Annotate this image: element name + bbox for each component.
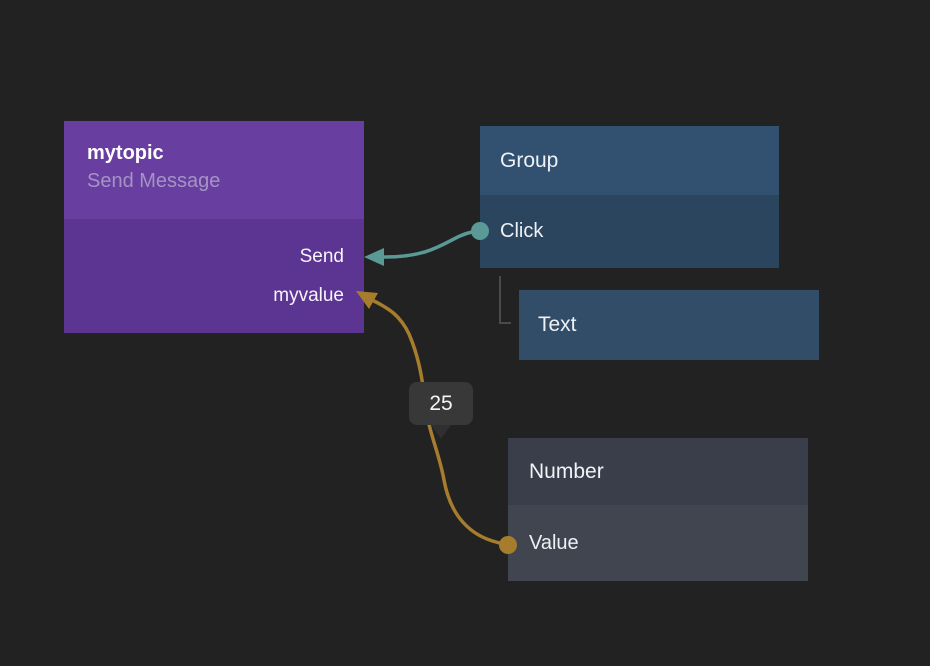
wire-value-badge: 25: [409, 382, 473, 439]
node-text[interactable]: Text: [519, 290, 819, 360]
node-mytopic-header: mytopic Send Message: [64, 121, 364, 219]
node-group-body: Click: [480, 195, 779, 268]
port-value[interactable]: Value: [529, 531, 579, 554]
wire-value-badge-text: 25: [429, 391, 453, 415]
port-myvalue[interactable]: myvalue: [273, 285, 344, 306]
node-group-header: Group: [480, 126, 779, 195]
port-click[interactable]: Click: [500, 220, 544, 242]
node-number-header: Number: [508, 438, 808, 505]
wire-click-to-send[interactable]: [383, 230, 474, 259]
node-group-title: Group: [500, 148, 559, 172]
node-mytopic[interactable]: mytopic Send Message Send myvalue: [64, 121, 364, 333]
node-text-title: Text: [538, 313, 577, 336]
port-send[interactable]: Send: [299, 246, 344, 267]
node-mytopic-body: Send myvalue: [64, 219, 364, 333]
node-number-body: Value: [508, 505, 808, 581]
node-mytopic-title: mytopic: [87, 142, 164, 164]
tree-connector-line: [499, 276, 511, 324]
node-group[interactable]: Group Click: [480, 126, 779, 268]
node-number-title: Number: [529, 459, 604, 483]
wire-value-badge-pointer: [431, 425, 451, 439]
node-mytopic-subtitle: Send Message: [87, 170, 221, 192]
wire-click-to-send-arrowhead: [364, 248, 384, 266]
node-number[interactable]: Number Value: [508, 438, 808, 581]
